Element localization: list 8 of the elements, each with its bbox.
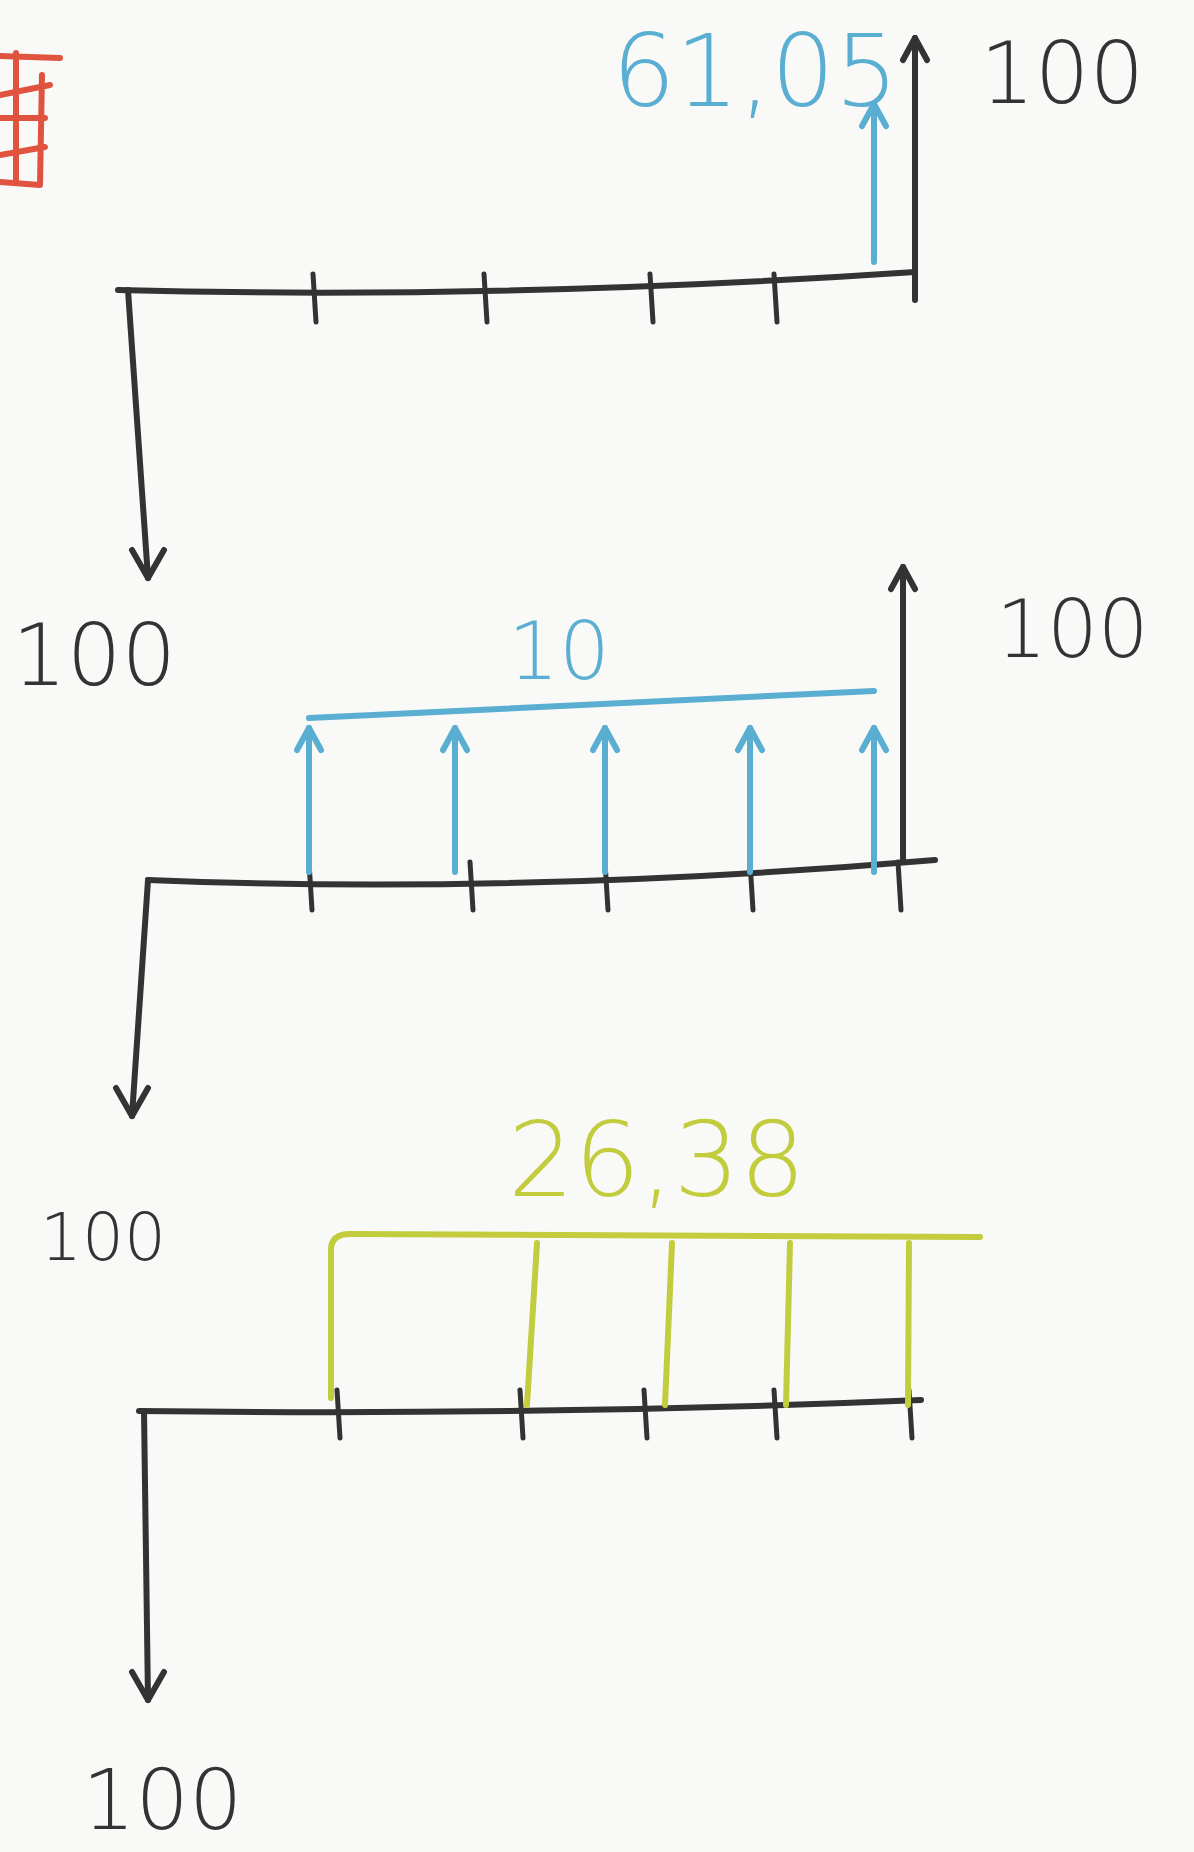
amount-label: 100 <box>996 590 1149 670</box>
amount-label: 100 <box>980 30 1145 116</box>
amount-label: 100 <box>12 612 177 698</box>
amount-label: 10 <box>508 612 610 692</box>
amount-label: 26,38 <box>508 1108 806 1212</box>
amount-label: 100 <box>40 1205 166 1271</box>
amount-label: 100 <box>82 1758 243 1842</box>
amount-label: 61,05 <box>612 22 899 122</box>
